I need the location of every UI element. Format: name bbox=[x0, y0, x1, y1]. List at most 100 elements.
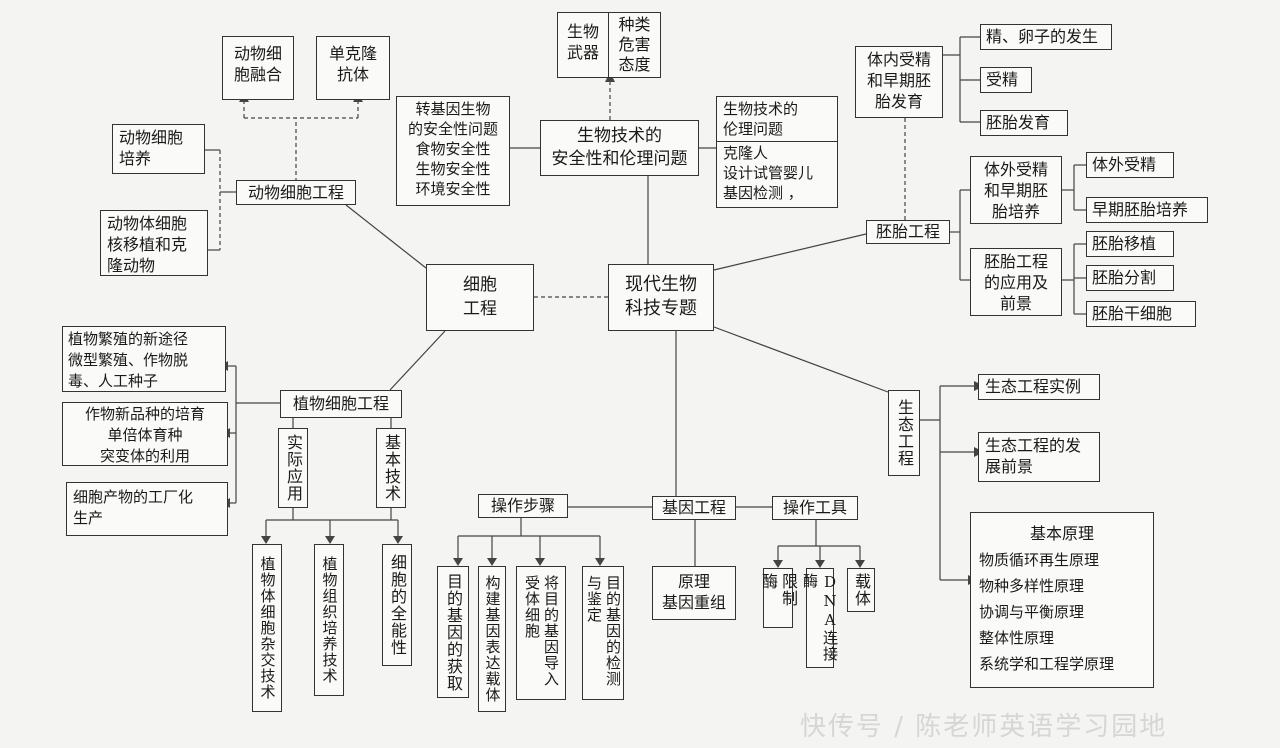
crop-breeding-line-3: 突变体的利用 bbox=[99, 447, 190, 465]
embryo-engineering-box: 胚胎工程 bbox=[866, 220, 950, 244]
crop-breeding-line-2: 单倍体育种 bbox=[107, 426, 183, 444]
cell-engineering-line-2: 工程 bbox=[463, 299, 497, 319]
transgenic-line-5: 环境安全性 bbox=[415, 180, 491, 198]
basic-technique-label: 基本技术 bbox=[382, 434, 401, 502]
ethics-box: 生物技术的 伦理问题 克隆人 设计试管婴儿 基因检测 ， bbox=[716, 96, 838, 208]
dna-ligase-box: DNA连接酶 bbox=[801, 568, 839, 668]
safety-ethics-box: 生物技术的 安全性和伦理问题 bbox=[540, 120, 699, 176]
eco-principle-3: 协调与平衡原理 bbox=[979, 603, 1085, 621]
bio-weapons-item-2: 危害 bbox=[618, 35, 651, 54]
animal-cell-fusion-line-1: 动物细 bbox=[233, 44, 282, 63]
plant-cell-engineering-box: 植物细胞工程 bbox=[280, 390, 402, 418]
animal-cell-fusion-line-2: 胞融合 bbox=[233, 65, 282, 84]
in-vitro-fertilization-box: 体外受精 和早期胚 胎培养 bbox=[970, 156, 1062, 224]
animal-cell-culture-box: 动物细胞 培养 bbox=[112, 124, 205, 174]
nuclear-transfer-line-2: 核移植和克 bbox=[107, 235, 188, 254]
center-topic-line-2: 科技专题 bbox=[625, 298, 697, 319]
center-topic-box: 现代生物 科技专题 bbox=[608, 264, 714, 331]
bio-weapons-items: 种类 危害 态度 bbox=[609, 13, 660, 77]
ethics-line-4: 设计试管婴儿 bbox=[723, 164, 814, 182]
eco-examples-box: 生态工程实例 bbox=[978, 374, 1100, 400]
gene-steps-box: 操作步骤 bbox=[478, 494, 568, 518]
gene-tools-title: 操作工具 bbox=[782, 498, 847, 517]
eco-principle-1: 物质循环再生原理 bbox=[979, 551, 1100, 569]
cell-engineering-box: 细胞 工程 bbox=[426, 264, 534, 331]
gene-principle-box: 原理 基因重组 bbox=[652, 566, 736, 620]
tissue-culture-label: 植物组织培养技术 bbox=[320, 556, 339, 684]
gene-engineering-box: 基因工程 bbox=[652, 496, 736, 520]
somatic-hybridization-box: 植物体细胞杂交技术 bbox=[252, 544, 282, 712]
eco-principles-box: 基本原理 物质循环再生原理 物种多样性原理 协调与平衡原理 整体性原理 系统学和… bbox=[970, 512, 1154, 688]
in-vitro-line-3: 胎培养 bbox=[991, 202, 1040, 221]
ethics-line-2: 伦理问题 bbox=[723, 120, 784, 138]
gene-step-1-label: 目的基因的获取 bbox=[444, 572, 463, 692]
eco-prospects-line-1: 生态工程的发 bbox=[985, 436, 1082, 455]
somatic-hybridization-label: 植物体细胞杂交技术 bbox=[258, 556, 277, 700]
vector-box: 载体 bbox=[847, 568, 875, 612]
crop-breeding-box: 作物新品种的培育 单倍体育种 突变体的利用 bbox=[62, 402, 228, 466]
gene-engineering-title: 基因工程 bbox=[661, 498, 726, 517]
eco-prospects-line-2: 展前景 bbox=[985, 457, 1034, 476]
crop-breeding-line-1: 作物新品种的培育 bbox=[84, 405, 205, 423]
embryo-application-line-3: 前景 bbox=[999, 294, 1032, 313]
animal-cell-culture-line-1: 动物细胞 bbox=[119, 128, 184, 147]
embryo-splitting-box: 胚胎分割 bbox=[1086, 265, 1174, 291]
bio-weapons-box: 生物 武器 种类 危害 态度 bbox=[557, 12, 661, 78]
plant-cell-engineering-title: 植物细胞工程 bbox=[292, 394, 389, 413]
embryo-transfer-label: 胚胎移植 bbox=[1092, 234, 1157, 253]
ivf-item-label: 体外受精 bbox=[1092, 155, 1157, 174]
ethics-line-1: 生物技术的 bbox=[723, 100, 799, 118]
in-vivo-line-1: 体内受精 bbox=[866, 50, 931, 69]
gene-step-1-box: 目的基因的获取 bbox=[437, 566, 469, 698]
embryo-transfer-box: 胚胎移植 bbox=[1086, 231, 1174, 257]
vector-label: 载体 bbox=[852, 573, 871, 607]
in-vivo-line-2: 和早期胚 bbox=[866, 71, 931, 90]
animal-cell-culture-line-2: 培养 bbox=[119, 149, 152, 168]
totipotency-box: 细胞的全能性 bbox=[382, 544, 412, 666]
bio-weapons-label-line-1: 生物 bbox=[566, 22, 599, 41]
eco-prospects-box: 生态工程的发 展前景 bbox=[978, 432, 1100, 482]
early-embryo-culture-label: 早期胚胎培养 bbox=[1092, 200, 1189, 219]
dna-ligase-label: DNA连接酶 bbox=[801, 573, 839, 662]
fertilization-box: 受精 bbox=[980, 67, 1032, 93]
plant-propagation-line-2: 微型繁殖、作物脱 bbox=[68, 351, 189, 369]
plant-propagation-line-3: 毒、人工种子 bbox=[68, 372, 159, 390]
bio-weapons-item-1: 种类 bbox=[618, 15, 651, 34]
animal-cell-fusion-box: 动物细 胞融合 bbox=[222, 36, 294, 100]
practical-application-box: 实际应用 bbox=[278, 428, 308, 508]
plant-propagation-box: 植物繁殖的新途径 微型繁殖、作物脱 毒、人工种子 bbox=[62, 326, 226, 392]
gene-steps-title: 操作步骤 bbox=[490, 496, 555, 515]
early-embryo-culture-box: 早期胚胎培养 bbox=[1086, 197, 1208, 223]
practical-application-label: 实际应用 bbox=[284, 434, 303, 502]
ivf-item-box: 体外受精 bbox=[1086, 152, 1174, 178]
eco-principle-2: 物种多样性原理 bbox=[979, 577, 1085, 595]
bio-weapons-label: 生物 武器 bbox=[558, 13, 609, 77]
transgenic-line-4: 生物安全性 bbox=[415, 160, 491, 178]
nuclear-transfer-box: 动物体细胞 核移植和克 隆动物 bbox=[100, 210, 208, 276]
transgenic-line-2: 的安全性问题 bbox=[407, 120, 498, 138]
gamete-development-box: 精、卵子的发生 bbox=[980, 24, 1112, 50]
cell-engineering-line-1: 细胞 bbox=[463, 275, 497, 295]
in-vivo-fertilization-box: 体内受精 和早期胚 胎发育 bbox=[855, 46, 943, 118]
gene-step-3-label: 将目的基因导入受体细胞 bbox=[523, 575, 560, 687]
ethics-line-5: 基因检测 ， bbox=[723, 184, 803, 202]
totipotency-label: 细胞的全能性 bbox=[388, 554, 407, 656]
monoclonal-antibody-box: 单克隆 抗体 bbox=[316, 36, 390, 100]
monoclonal-antibody-line-1: 单克隆 bbox=[328, 44, 377, 63]
tissue-culture-box: 植物组织培养技术 bbox=[314, 544, 344, 696]
transgenic-line-1: 转基因生物 bbox=[415, 100, 491, 118]
center-topic-line-1: 现代生物 bbox=[625, 274, 697, 295]
eco-engineering-title: 生态工程 bbox=[895, 399, 914, 467]
gene-step-2-label: 构建基因表达载体 bbox=[483, 575, 502, 703]
ethics-line-3: 克隆人 bbox=[723, 144, 769, 162]
embryonic-stem-cell-box: 胚胎干细胞 bbox=[1086, 301, 1196, 327]
embryo-development-label: 胚胎发育 bbox=[986, 113, 1051, 132]
transgenic-safety-box: 转基因生物 的安全性问题 食物安全性 生物安全性 环境安全性 bbox=[396, 96, 510, 206]
ethics-header: 生物技术的 伦理问题 bbox=[717, 97, 837, 142]
gene-step-4-label: 目的基因的检测与鉴定 bbox=[585, 575, 622, 687]
embryo-application-line-2: 的应用及 bbox=[983, 273, 1048, 292]
nuclear-transfer-line-1: 动物体细胞 bbox=[107, 214, 188, 233]
watermark: 快传号 / 陈老师英语学习园地 bbox=[800, 712, 1168, 742]
transgenic-line-3: 食物安全性 bbox=[415, 140, 491, 158]
